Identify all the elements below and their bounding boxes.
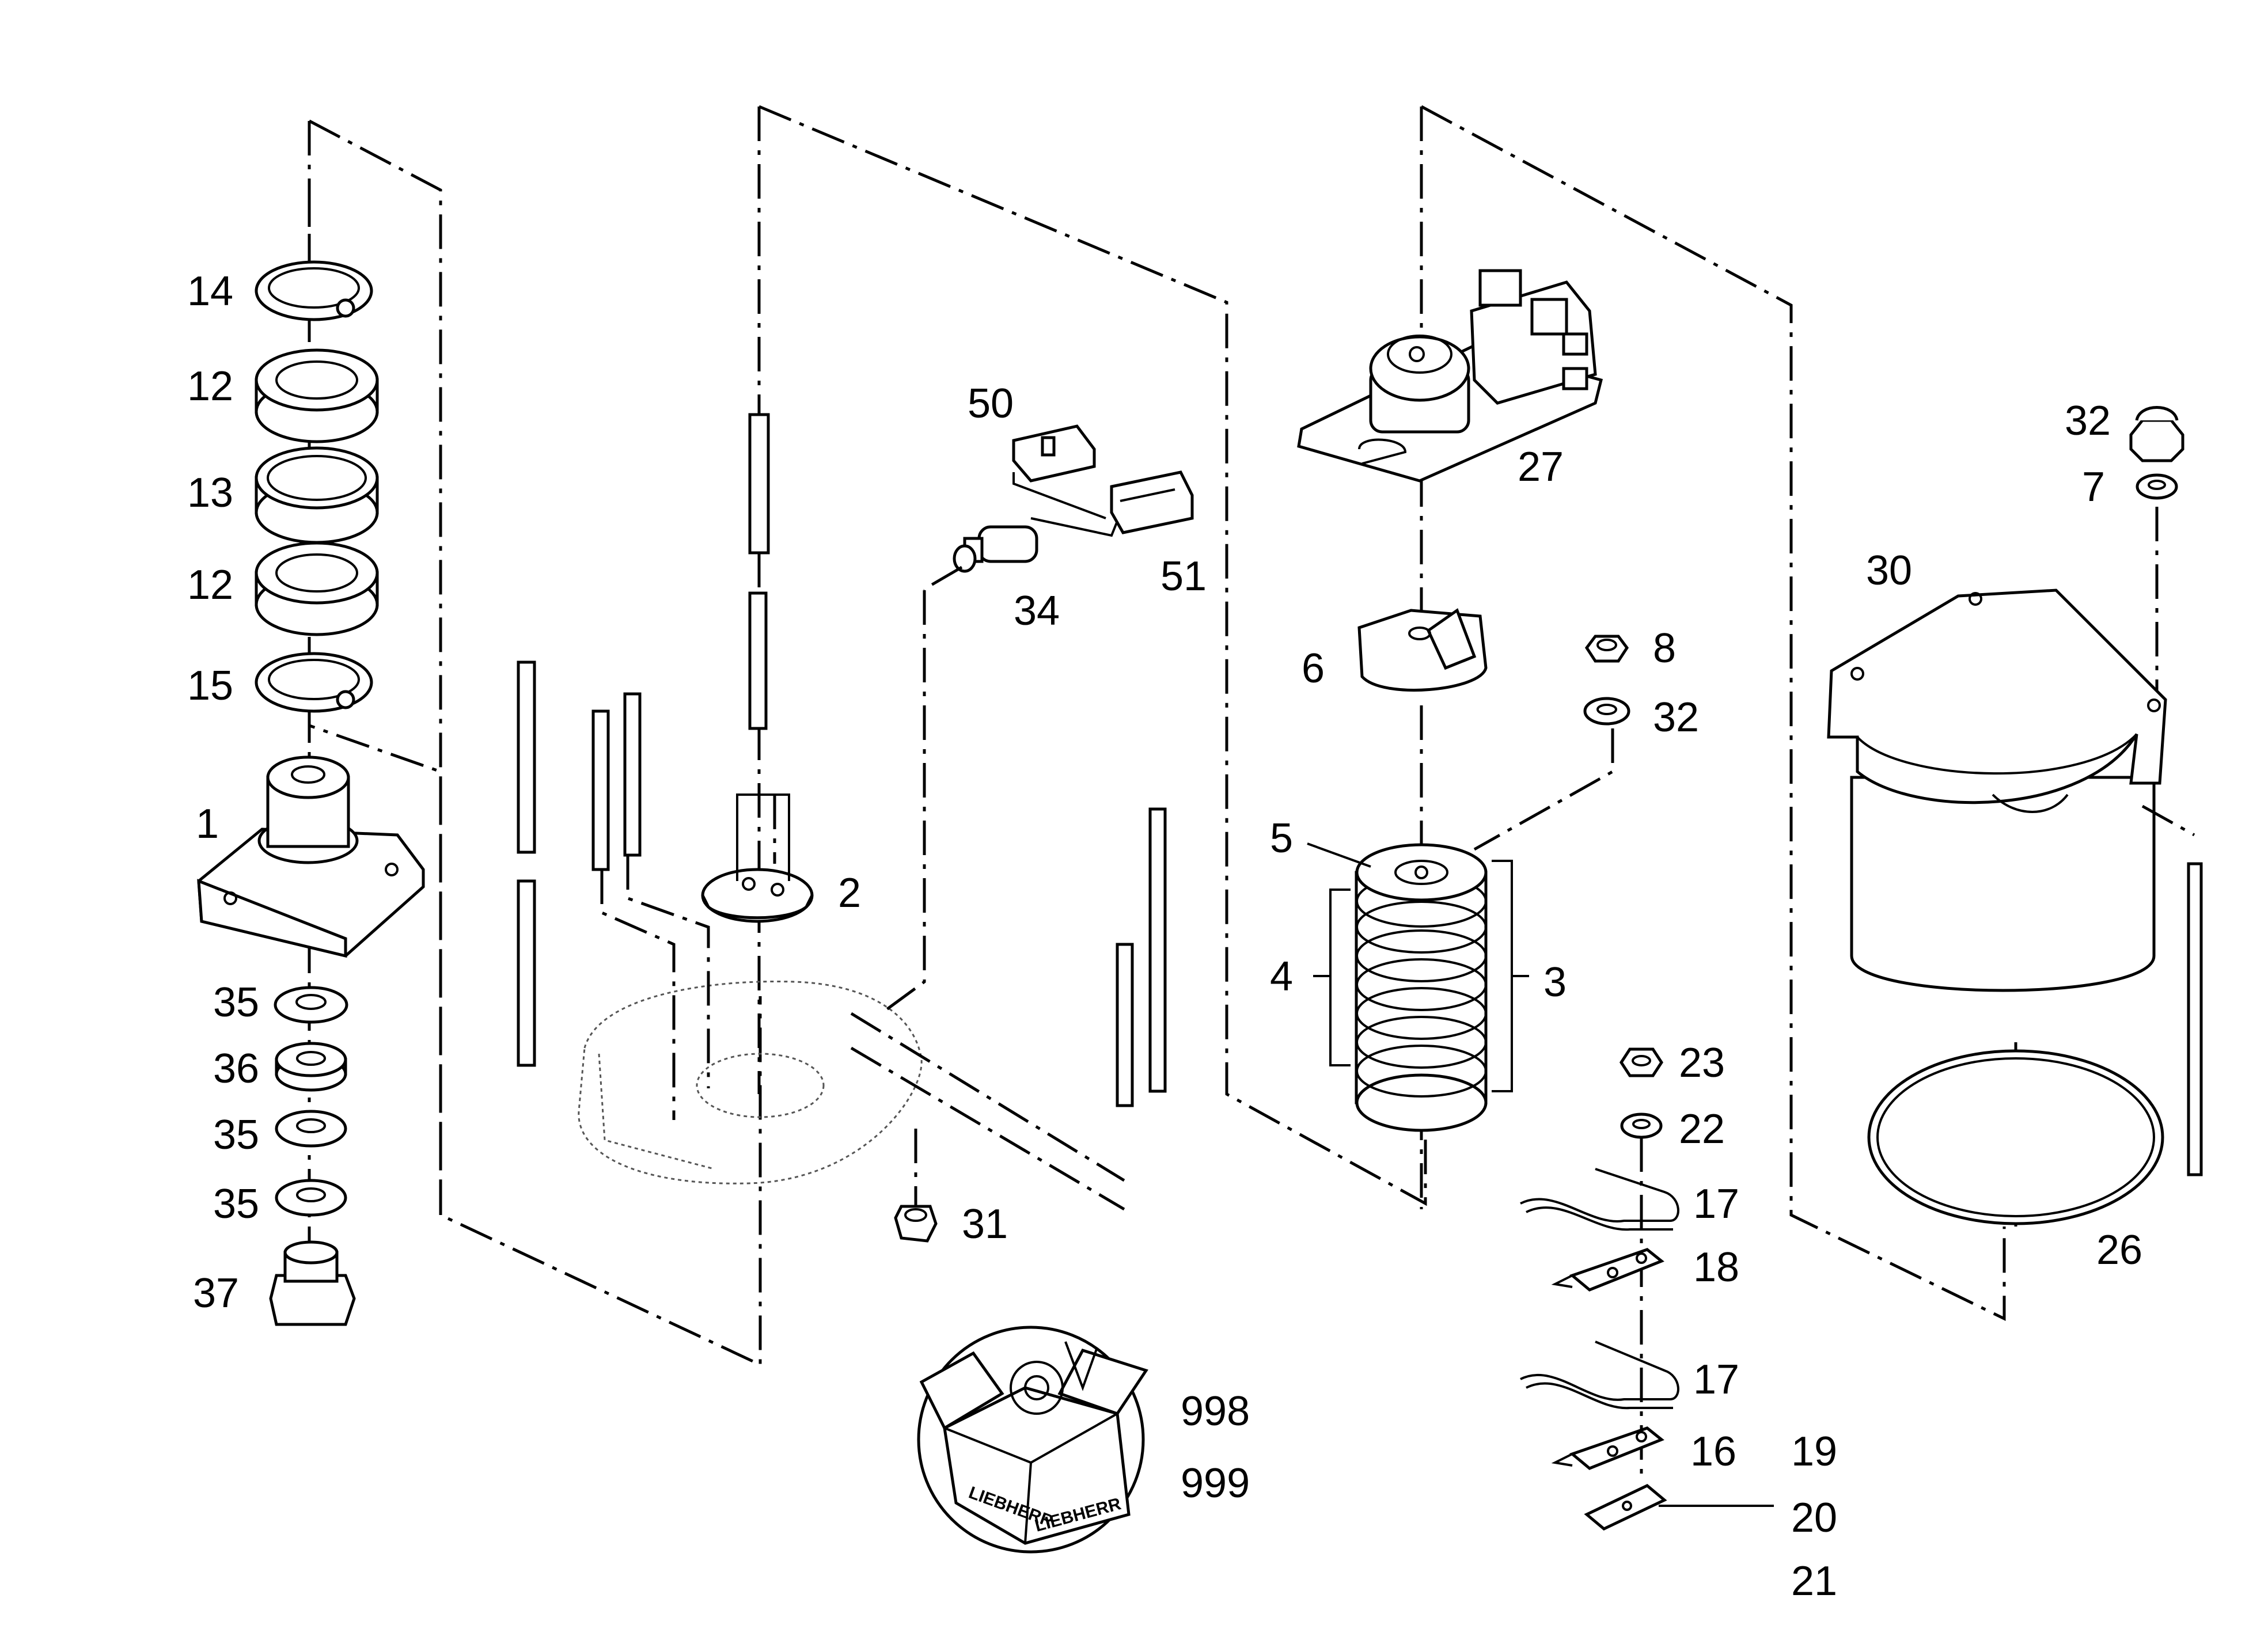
plate-20: [1584, 1484, 1667, 1531]
label-3: 3: [1543, 959, 1567, 1005]
connector-51: [1110, 470, 1194, 534]
label-8: 8: [1653, 625, 1676, 671]
housing-1: [197, 755, 425, 958]
label-51: 51: [1160, 553, 1207, 599]
washer-7: [2136, 473, 2178, 500]
washer-35-b: [275, 1110, 347, 1148]
label-31: 31: [962, 1201, 1008, 1247]
label-30: 30: [1866, 548, 1912, 594]
label-37: 37: [193, 1270, 239, 1316]
label-20: 20: [1791, 1495, 1837, 1541]
cam-6: [1357, 608, 1488, 692]
label-32-a: 32: [1653, 694, 1699, 741]
connectors: [923, 424, 1194, 591]
nut-8: [1584, 635, 1629, 663]
long-stud: [2187, 862, 2203, 1176]
label-26: 26: [2096, 1227, 2142, 1273]
spring-clip-17-b: [1520, 1341, 1679, 1410]
label-18: 18: [1693, 1244, 1739, 1290]
assembly-boundaries: [308, 105, 2006, 1367]
snap-ring-14: [255, 260, 373, 321]
label-1: 1: [196, 801, 219, 847]
label-13: 13: [187, 470, 233, 516]
label-15: 15: [187, 663, 233, 709]
sensor-34: [953, 525, 1038, 573]
nut-31: [894, 1129, 938, 1243]
label-17-a: 17: [1693, 1181, 1739, 1227]
center-right-stack: [1297, 269, 1630, 1209]
label-6: 6: [1302, 646, 1325, 692]
ghost-flange: [578, 981, 923, 1184]
washer-32-a: [1583, 697, 1630, 726]
middle-assembly: [517, 413, 1167, 1211]
snap-ring-15: [255, 652, 373, 713]
label-2: 2: [838, 870, 861, 916]
clip-18: [1551, 1248, 1664, 1292]
label-32-b: 32: [2065, 398, 2111, 444]
plug-37: [269, 1240, 356, 1326]
label-21: 21: [1791, 1558, 1837, 1604]
label-4: 4: [1270, 954, 1293, 1000]
washer-36: [275, 1042, 347, 1092]
label-998: 998: [1181, 1388, 1250, 1434]
label-22: 22: [1679, 1106, 1725, 1152]
label-12-bottom: 12: [187, 562, 233, 608]
spacer-13: [255, 446, 379, 544]
spring-stack-4: [1355, 843, 1488, 1132]
switch-plate-27: [1297, 269, 1603, 483]
repair-kit-box: LIEBHERR LIEBHERR: [917, 1326, 1148, 1554]
spring-clip-17-a: [1520, 1168, 1679, 1231]
label-50: 50: [968, 381, 1014, 427]
label-27: 27: [1518, 444, 1564, 490]
connector-50: [1012, 424, 1096, 483]
label-14: 14: [187, 268, 233, 314]
label-35-b: 35: [213, 1112, 259, 1158]
washer-35-c: [275, 1179, 347, 1217]
part-labels: 14 12 13 12 15 1 35 36 35 35 37 2 50 51 …: [187, 268, 2142, 1604]
clip-16: [1551, 1426, 1664, 1470]
label-999: 999: [1181, 1460, 1250, 1506]
label-5: 5: [1270, 815, 1293, 861]
label-16: 16: [1690, 1429, 1736, 1475]
bearing-12-top: [255, 348, 379, 443]
label-17-b: 17: [1693, 1357, 1739, 1403]
label-7: 7: [2082, 464, 2105, 510]
washer-35-a: [274, 986, 348, 1024]
label-36: 36: [213, 1046, 259, 1092]
label-35-a: 35: [213, 979, 259, 1026]
label-12-top: 12: [187, 363, 233, 409]
left-stack: [197, 190, 425, 1326]
right-assembly: [1827, 406, 2203, 1227]
label-19: 19: [1791, 1429, 1837, 1475]
o-ring-26: [1867, 1049, 2164, 1225]
label-23: 23: [1679, 1040, 1725, 1086]
label-34: 34: [1014, 588, 1060, 634]
cover-30: [1827, 589, 2167, 992]
cap-nut-32: [2129, 406, 2184, 462]
washer-22: [1620, 1113, 1663, 1139]
bearing-12-bottom: [255, 541, 379, 636]
studs: [517, 413, 1167, 1107]
cover-2: [701, 868, 814, 923]
label-35-c: 35: [213, 1181, 259, 1227]
nut-23: [1620, 1047, 1663, 1077]
clip-stack: [1520, 1047, 1774, 1531]
